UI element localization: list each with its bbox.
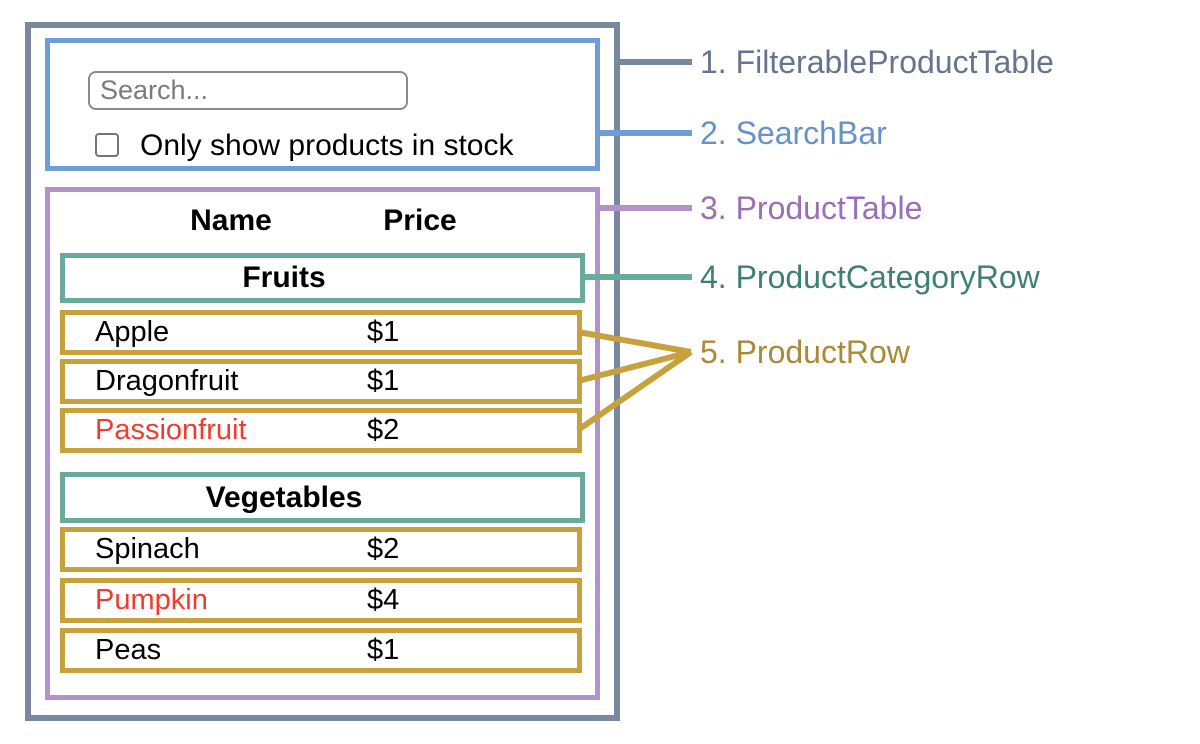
- search-input[interactable]: [88, 71, 408, 110]
- column-header-name: Name: [190, 204, 272, 237]
- product-name: Dragonfruit: [95, 365, 239, 397]
- product-price: $2: [367, 533, 400, 565]
- search-bar-box: [45, 38, 600, 171]
- product-category-row-fruits: [60, 253, 585, 303]
- legend-label-filterable-product-table: 1. FilterableProductTable: [700, 44, 1054, 80]
- column-header-price: Price: [383, 204, 457, 237]
- product-name: Peas: [95, 634, 162, 666]
- product-row: Pumpkin $4: [60, 578, 582, 623]
- product-row: Passionfruit $2: [60, 408, 582, 453]
- legend-label-product-row: 5. ProductRow: [700, 334, 910, 370]
- product-row: Peas $1: [60, 628, 582, 673]
- product-row: Apple $1: [60, 310, 582, 355]
- category-label-vegetables: Vegetables: [205, 481, 363, 514]
- product-name-out-of-stock: Passionfruit: [95, 414, 247, 446]
- product-category-row-vegetables: [60, 472, 585, 523]
- product-price: $2: [367, 414, 400, 446]
- legend-label-product-category-row: 4. ProductCategoryRow: [700, 259, 1040, 295]
- product-price: $1: [367, 316, 400, 348]
- product-name-out-of-stock: Pumpkin: [95, 584, 208, 616]
- product-row: Dragonfruit $1: [60, 359, 582, 404]
- legend-label-product-table: 3. ProductTable: [700, 190, 923, 226]
- in-stock-checkbox[interactable]: [95, 133, 119, 157]
- product-name: Spinach: [95, 533, 200, 565]
- product-table-box: [45, 187, 600, 700]
- in-stock-checkbox-label: Only show products in stock: [140, 129, 514, 162]
- category-label-fruits: Fruits: [242, 261, 326, 294]
- product-row: Spinach $2: [60, 527, 582, 572]
- legend-label-search-bar: 2. SearchBar: [700, 115, 887, 151]
- product-name: Apple: [95, 316, 170, 348]
- product-price: $4: [367, 584, 400, 616]
- product-price: $1: [367, 365, 400, 397]
- product-price: $1: [367, 634, 400, 666]
